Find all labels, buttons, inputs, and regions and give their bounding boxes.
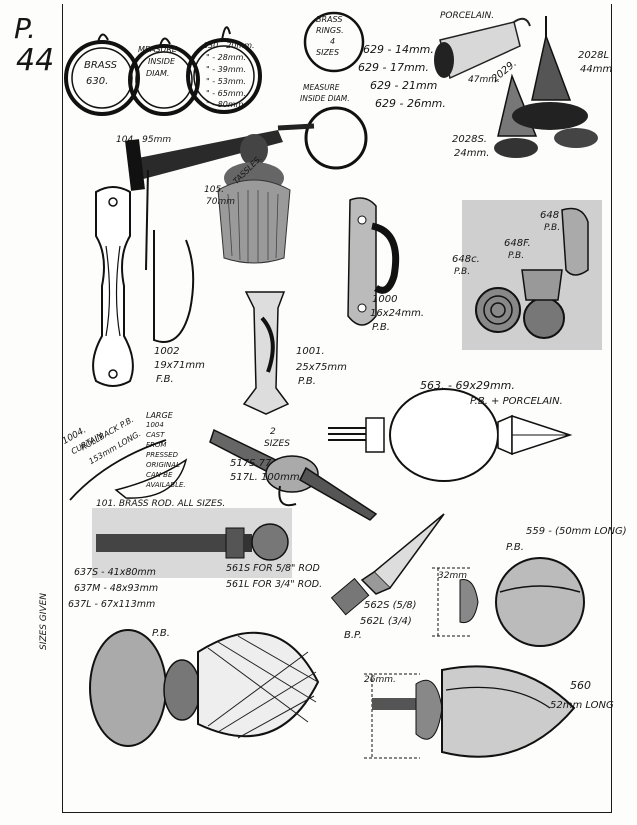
knob-559-finish: P.B.	[506, 542, 524, 553]
clip-517-illustration	[209, 428, 378, 521]
brass-630-label-line2: 630.	[86, 76, 109, 87]
page-frame	[62, 4, 612, 813]
rod-101-illustration	[92, 508, 292, 578]
item-2028L-size: 44mm	[580, 64, 613, 75]
tassel-105-illustration	[217, 134, 291, 264]
rod-101-label: 101. BRASS ROD. ALL SIZES.	[96, 499, 226, 509]
ring-630-size-2: " - 28mm.	[206, 53, 246, 62]
brass-629-heading-2: RINGS.	[316, 26, 344, 35]
arrow-562-illustration	[330, 513, 445, 616]
item-2028S-size: 24mm.	[454, 148, 490, 159]
rollback-1004-illustration	[69, 439, 188, 501]
plate-1002-illustration	[92, 186, 134, 387]
arrow-562-large: 562L (3/4)	[360, 616, 412, 627]
knob-559-height: 32mm	[438, 571, 467, 581]
hook-1000-finish: P.B.	[372, 322, 390, 333]
rollback-large-7: CAN BE	[146, 471, 173, 479]
rollback-large-2: 1004	[146, 421, 164, 429]
finial-563-label: 563. - 69x29mm.	[420, 379, 515, 392]
ring-630-size-3: " - 39mm.	[206, 65, 246, 74]
bullet-560-illustration	[364, 665, 576, 759]
hook-1000-size: 16x24mm.	[370, 308, 425, 319]
finial-563-finish: P.B. + PORCELAIN.	[470, 396, 563, 407]
plate-1002-finish: F.B.	[156, 374, 174, 385]
clip-517-sizes-note-1: 2	[270, 427, 276, 437]
page-prefix: P.	[14, 12, 36, 45]
bracket-561-large: 561L FOR 3/4" ROD.	[226, 579, 323, 590]
hook-1001-finish: P.B.	[298, 376, 316, 387]
ring-629-measure-2: INSIDE DIAM.	[300, 94, 350, 103]
ring-630-size-5: " - 65mm.	[206, 89, 246, 98]
porcelain-2029-illustration	[434, 17, 531, 80]
bracket-561-small: 561S FOR 5/8" ROD	[226, 563, 320, 574]
measure-label-line1: MEASURE	[138, 45, 177, 54]
brass-629-heading-3: 4	[330, 37, 336, 46]
plate-1002-size: 19x71mm	[154, 360, 205, 371]
tassel-104-size: 104 - 95mm	[116, 135, 172, 145]
ring-630-size-6: " - 80mm.	[206, 100, 246, 109]
clip-517-small: 517S.77	[230, 458, 272, 469]
rollback-large-5: PRESSED	[146, 451, 178, 459]
finial-637-size-l: 637L - 67x113mm	[68, 599, 156, 610]
measure-label-line2: INSIDE	[148, 57, 175, 66]
rollback-large-4: FROM	[146, 441, 167, 449]
tassel-105-code: 105.	[204, 185, 225, 195]
ring-630-size-4: " - 53mm.	[206, 77, 246, 86]
ring-630-size-1: 630 - 20mm.	[203, 41, 255, 50]
ring-629-size-2: 629 - 17mm.	[358, 61, 429, 74]
item-2028-illustration	[494, 16, 598, 158]
plate-1002-code: 1002	[154, 346, 180, 357]
brass-ring-629-heading-circle	[303, 11, 365, 73]
fastener-648-code: 648	[540, 210, 560, 221]
clip-517-sizes-note-2: SIZES	[264, 439, 290, 449]
pineapple-finish: P.B.	[152, 628, 170, 639]
fastener-648-illustration	[462, 200, 602, 350]
rollback-large-3: CAST	[146, 431, 165, 439]
fastener-648c-finish: P.B.	[454, 267, 471, 277]
rollback-large-8: AVAILABLE.	[146, 481, 186, 489]
ring-629-size-1: 629 - 14mm.	[363, 43, 434, 56]
hook-1001-illustration	[242, 291, 290, 415]
brass-630-label-line1: BRASS	[84, 60, 117, 71]
finial-637-size-m: 637M - 48x93mm	[74, 583, 159, 594]
finial-637-size-s: 637S - 41x80mm	[74, 567, 156, 578]
arrow-562-small: 562S (5/8)	[364, 600, 417, 611]
fastener-648-finish: P.B.	[544, 223, 561, 233]
fastener-648F-finish: P.B.	[508, 251, 525, 261]
measure-label-line3: DIAM.	[146, 69, 170, 78]
hook-1001-code: 1001.	[296, 346, 325, 357]
item-2028L-code: 2028L	[578, 50, 610, 61]
finial-563-illustration	[328, 388, 573, 482]
fastener-648c-code: 648c.	[452, 254, 480, 265]
hook-1000-illustration	[347, 197, 400, 326]
hook-1000-code: 1000	[372, 294, 398, 305]
rollback-large-6: ORIGINAL	[146, 461, 180, 469]
bullet-560-height: 26mm.	[364, 675, 396, 685]
knob-559-illustration	[432, 557, 585, 647]
bullet-560-code: 560	[570, 679, 591, 692]
item-2028S-code: 2028S.	[452, 134, 487, 145]
brass-629-heading-1: BRASS	[316, 15, 343, 24]
page-number: 44	[16, 43, 55, 78]
hook-1001-size: 25x75mm	[296, 362, 347, 373]
arrow-562-finish: B.P.	[344, 630, 362, 641]
pineapple-finial-illustration	[89, 629, 320, 747]
fastener-648F-code: 648F.	[504, 238, 531, 249]
ring-629-measure-1: MEASURE	[303, 83, 340, 92]
knob-559-label: 559 - (50mm LONG)	[526, 526, 627, 537]
clip-517-large: 517L. 100mm	[230, 472, 300, 483]
rollback-large-1: LARGE	[146, 411, 173, 420]
brass-629-heading-4: SIZES	[316, 48, 340, 57]
porcelain-label: PORCELAIN.	[440, 11, 495, 21]
plate-1002-hook	[153, 230, 195, 343]
brass-rings-630-illustration	[64, 26, 262, 116]
bullet-560-size: 52mm LONG	[550, 700, 614, 711]
porcelain-size: 47mm.	[468, 75, 500, 85]
tassel-105-size: 70mm	[206, 197, 235, 207]
ring-629-size-4: 629 - 26mm.	[375, 97, 446, 110]
ring-629-size-3: 629 - 21mm	[370, 79, 438, 92]
pineapple-side-note: SIZES GIVEN	[39, 593, 49, 650]
